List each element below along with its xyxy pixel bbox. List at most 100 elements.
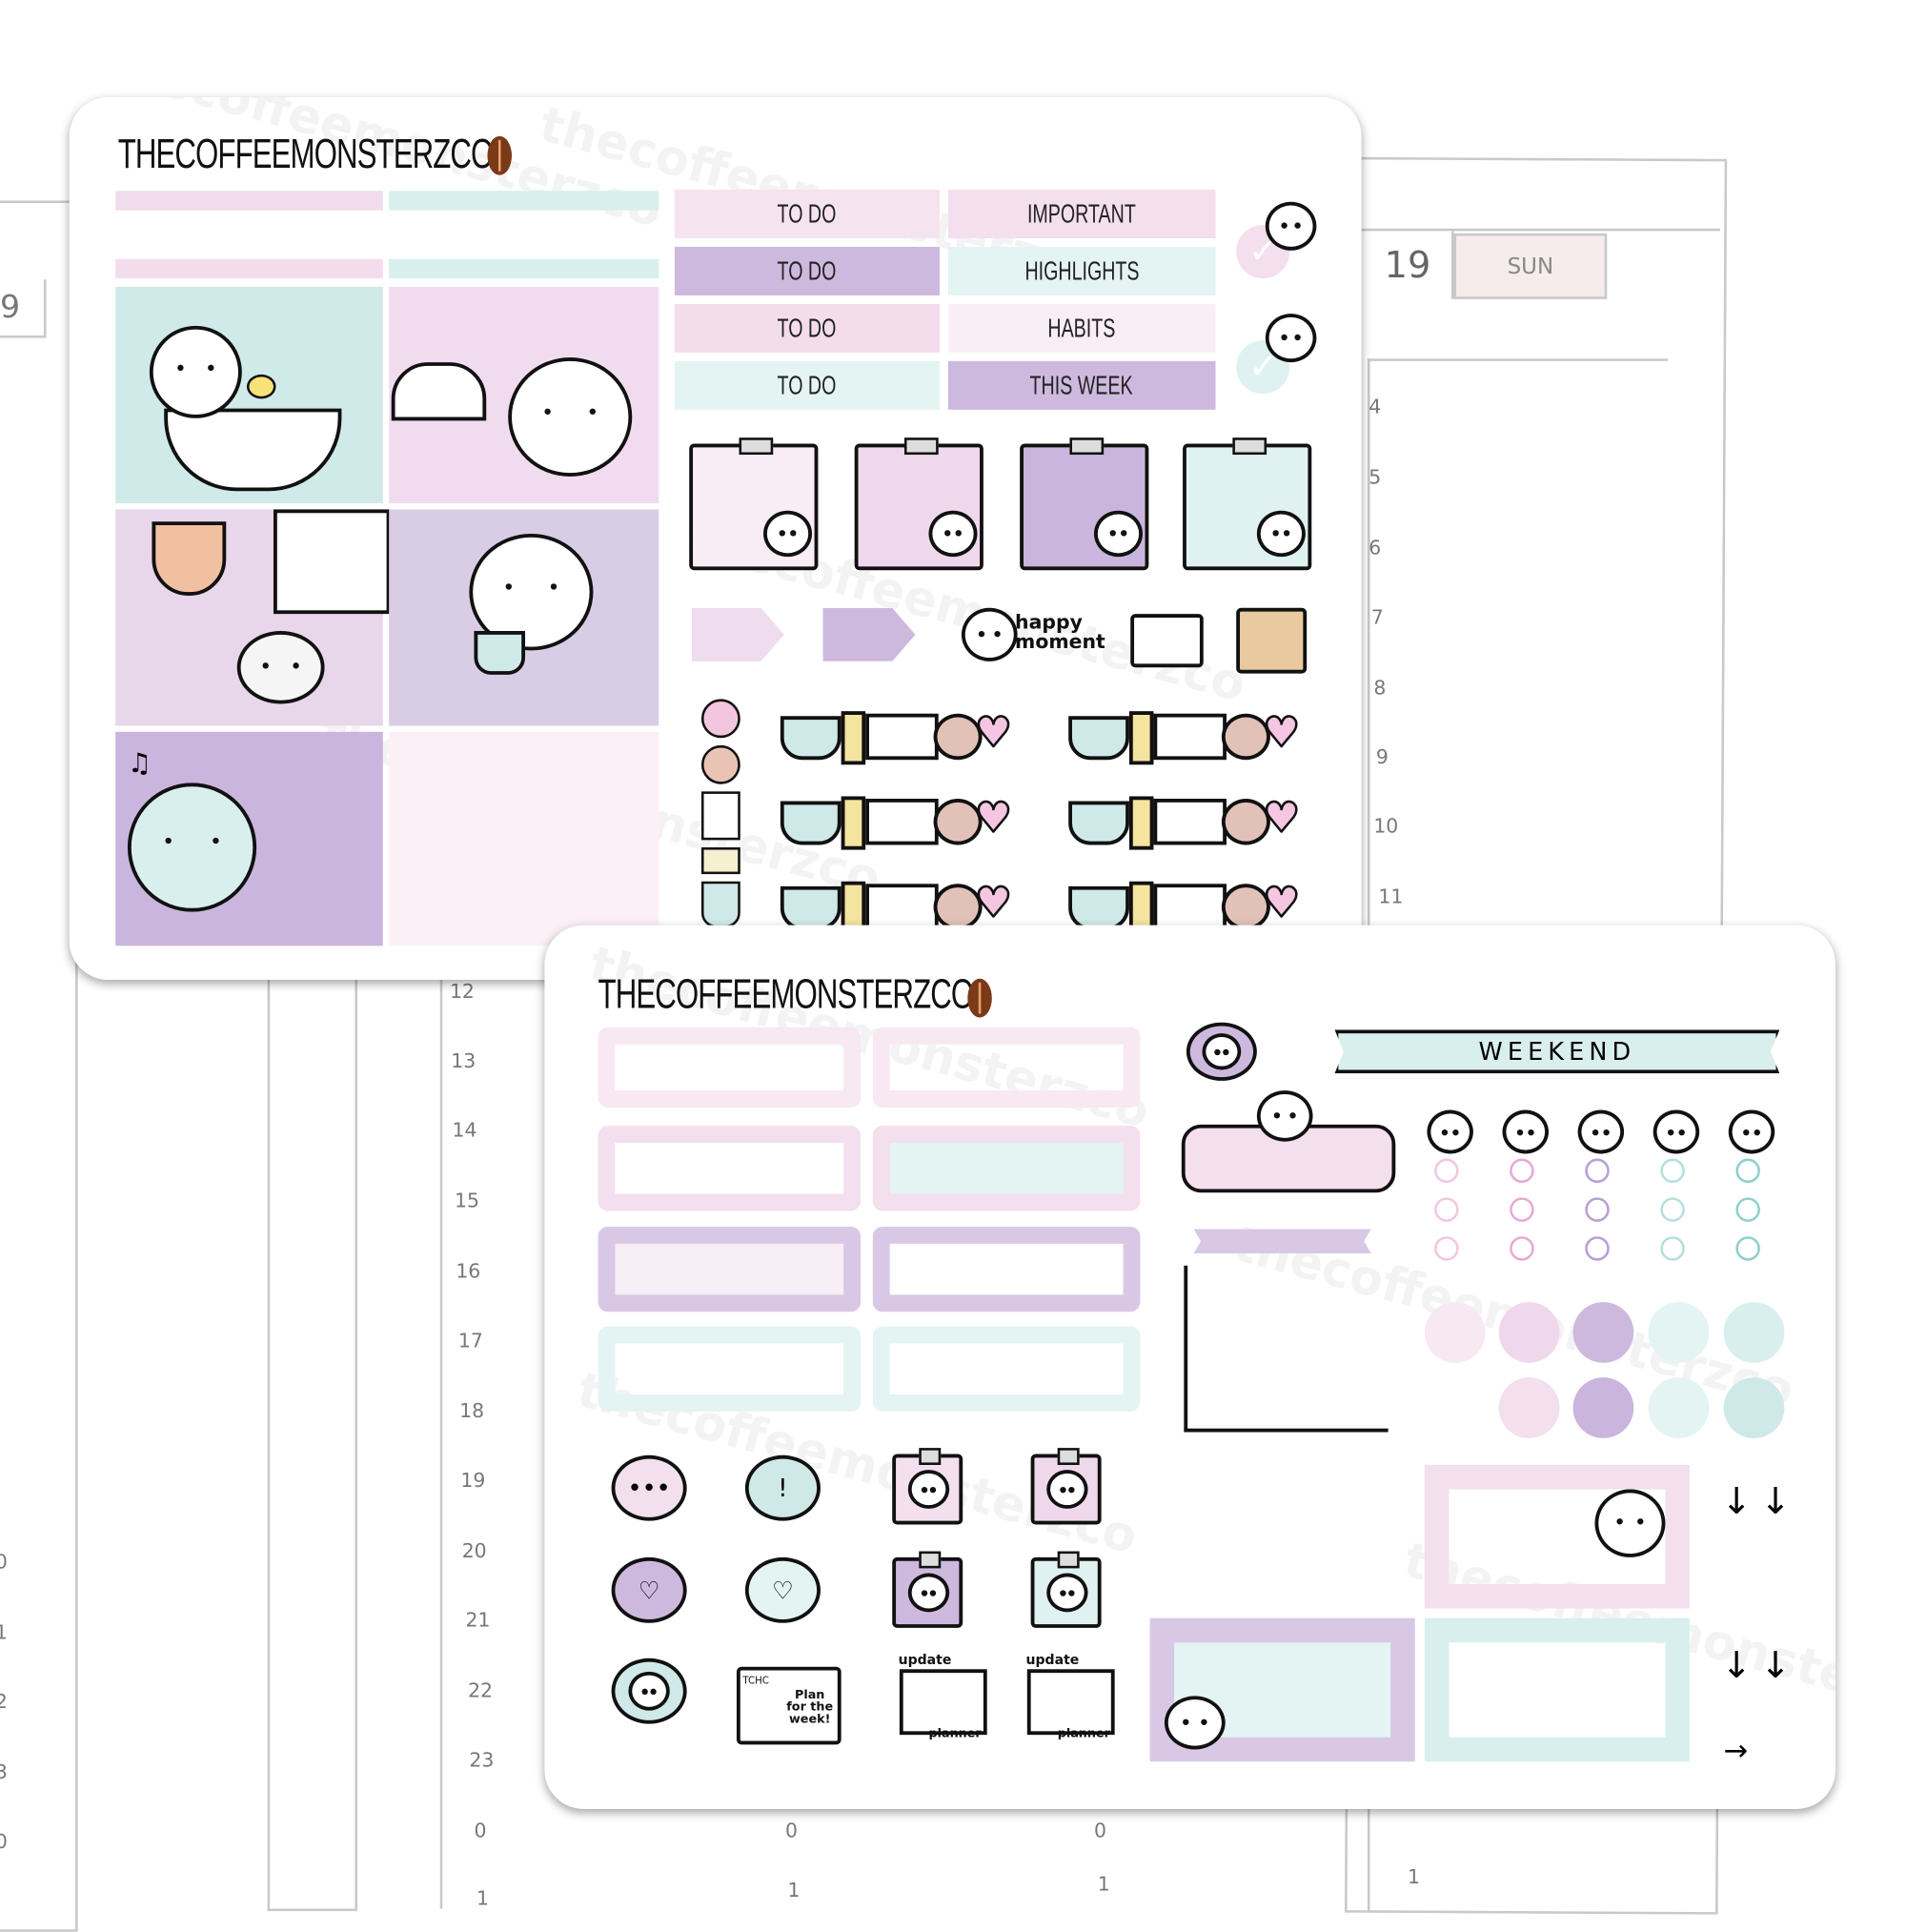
sticky-note-icon <box>689 437 819 571</box>
planner-strip <box>267 960 357 1912</box>
book-icon <box>1153 799 1227 845</box>
habit-ring-icon <box>1434 1197 1459 1222</box>
bunny-sticker <box>115 509 391 726</box>
sticker-sheet-bottom: thecoffeemonsterzco thecoffeemonsterzco … <box>544 925 1836 1809</box>
character-face-icon <box>1256 1090 1313 1142</box>
palette-icon <box>933 713 983 761</box>
pencil-icon <box>841 711 866 765</box>
dot-sticker <box>1498 1302 1560 1363</box>
ellipsis-bubble-icon: ••• <box>611 1454 687 1521</box>
dot-sticker <box>1498 1377 1560 1438</box>
update-text: update <box>1025 1652 1080 1668</box>
hour-label: 1 <box>476 1886 489 1910</box>
planner-book-icon <box>1026 1669 1115 1736</box>
highlights-label: HIGHLIGHTS <box>947 246 1216 295</box>
hour-label: 0 <box>1093 1819 1106 1842</box>
character-face-icon <box>961 607 1018 661</box>
coffee-cup-icon <box>780 885 841 930</box>
arrow-flag-icon <box>822 607 916 661</box>
book-icon <box>1153 713 1227 761</box>
bunny-face-icon <box>236 630 325 704</box>
habit-ring-icon <box>1585 1236 1610 1261</box>
sleeping-face-icon <box>127 783 257 912</box>
sticky-note-icon <box>854 437 983 571</box>
dot-sticker <box>1723 1302 1785 1363</box>
frame-sticker <box>598 1226 862 1312</box>
frame-sticker <box>1424 1464 1690 1609</box>
habit-ring-icon <box>1585 1197 1610 1222</box>
hour-label: 11 <box>1378 885 1404 908</box>
y-axis-arrow-icon <box>1184 1265 1188 1430</box>
arrow-flag-icon <box>691 607 784 661</box>
left-edge-number: 9 <box>0 289 21 326</box>
pencil-icon <box>1128 711 1154 765</box>
exclamation-bubble-icon: ! <box>744 1454 821 1521</box>
frame-sticker <box>1424 1617 1690 1762</box>
character-face-icon <box>1594 1489 1666 1557</box>
heart-bubble-icon: ♡ <box>744 1556 821 1623</box>
day-label: SUN <box>1453 233 1608 299</box>
weekend-banner: WEEKEND <box>1334 1029 1780 1074</box>
coffee-cup-icon <box>780 801 841 845</box>
coffee-cup-icon <box>780 716 841 761</box>
bunny-frame-sticker <box>1149 1617 1415 1762</box>
heart-icon: ♥ <box>1262 707 1301 759</box>
envelope-icon <box>1130 614 1204 668</box>
habit-ring-icon <box>1660 1236 1685 1261</box>
sticker-sheet-top: thecoffeemonsterzco thecoffeemonsterzco … <box>69 97 1362 981</box>
hour-label: 19 <box>460 1468 486 1493</box>
character-face-icon <box>469 533 594 651</box>
hour-label: 1 <box>787 1878 801 1901</box>
frame-sticker <box>872 1326 1141 1412</box>
dot-sticker <box>1572 1302 1634 1363</box>
hour-label: 3 <box>0 1760 8 1783</box>
bath-sticker <box>115 287 383 504</box>
habit-face-icon <box>1728 1109 1775 1154</box>
pencil-icon <box>841 796 866 850</box>
hour-label: 15 <box>455 1189 480 1212</box>
dot-sticker <box>1572 1377 1634 1438</box>
coffee-bean-icon <box>967 978 992 1018</box>
sticky-note-icon <box>892 1551 963 1628</box>
washi-strip <box>115 258 383 279</box>
dot-sticker <box>1648 1302 1710 1363</box>
habit-ring-icon <box>1735 1158 1760 1184</box>
divider <box>439 960 443 1909</box>
habit-face-icon <box>1427 1109 1473 1154</box>
heart-icon: ♥ <box>974 707 1013 759</box>
down-arrow-icon: ↓ <box>1759 1644 1792 1688</box>
hour-label: 5 <box>1369 465 1382 489</box>
heart-icon: ♥ <box>1262 793 1301 844</box>
hour-label: 0 <box>0 1830 8 1853</box>
dot-sticker <box>1424 1302 1486 1363</box>
planner-text: planner <box>1057 1727 1110 1741</box>
todo-label: TO DO <box>674 360 940 410</box>
washi-strip <box>389 258 659 279</box>
hour-label: 20 <box>461 1538 487 1563</box>
brand-title: THECOFFEEMONSTERZCO <box>117 131 495 178</box>
hour-label: 16 <box>456 1259 481 1283</box>
washi-strip <box>115 191 383 211</box>
blank-pattern-sticker <box>389 731 659 946</box>
sticky-note-icon <box>1183 437 1312 571</box>
palette-icon <box>933 884 983 930</box>
book-icon <box>1153 884 1227 930</box>
date-number: 19 <box>1364 231 1454 299</box>
down-arrow-icon: ↓ <box>1721 1480 1753 1524</box>
habits-label: HABITS <box>947 303 1216 353</box>
heart-icon: ♥ <box>974 878 1013 929</box>
palette-icon <box>1221 799 1270 845</box>
todo-label: TO DO <box>674 303 940 353</box>
hour-label: 1 <box>0 1620 8 1643</box>
habit-ring-icon <box>1510 1197 1534 1222</box>
habit-ring-icon <box>1585 1158 1610 1184</box>
hour-label: 14 <box>452 1118 477 1142</box>
coffee-cup-icon <box>1068 885 1129 930</box>
hour-label: 13 <box>451 1048 476 1072</box>
washi-strip <box>389 191 659 211</box>
hour-label: 1 <box>1408 1864 1421 1888</box>
sticky-note-icon <box>1030 1551 1102 1628</box>
heart-icon: ♥ <box>1262 878 1301 929</box>
divider <box>1348 228 1720 232</box>
